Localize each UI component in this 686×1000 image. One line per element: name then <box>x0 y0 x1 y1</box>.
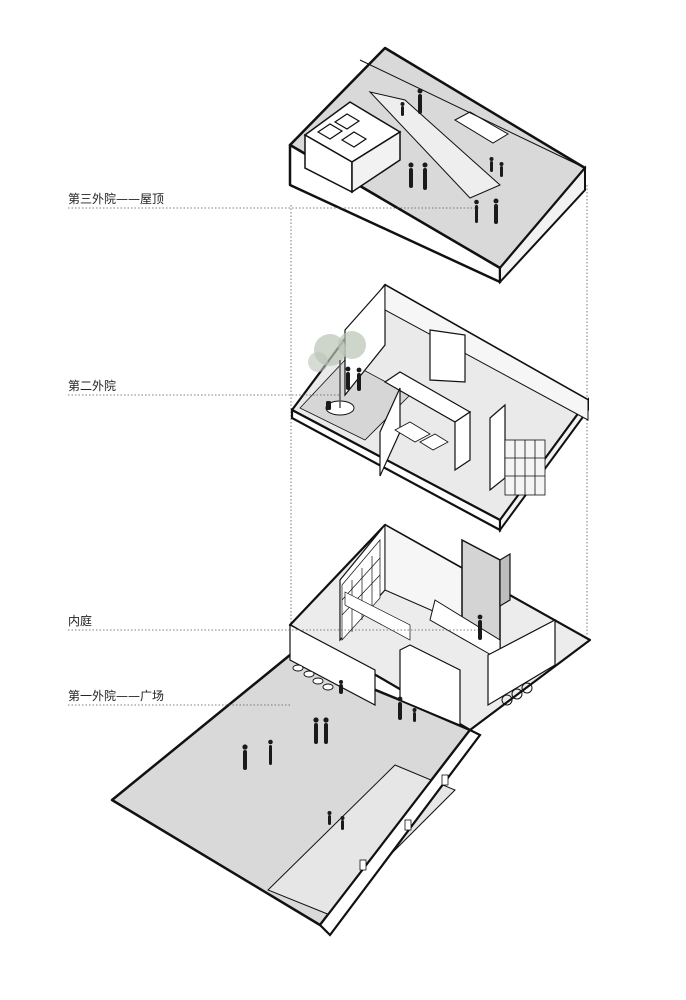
second-level <box>290 283 590 534</box>
second-courtyard-tree <box>308 331 366 416</box>
roof-skylights <box>316 113 368 148</box>
ground-equipment <box>501 682 533 706</box>
ground-level <box>110 523 592 937</box>
second-figures <box>326 366 362 410</box>
roof-bench <box>453 111 509 144</box>
label-second-courtyard: 第二外院 <box>68 379 120 393</box>
ground-interior-walls <box>289 619 556 726</box>
second-furniture <box>394 421 546 496</box>
roof-level <box>288 46 587 285</box>
second-partitions <box>379 329 506 492</box>
second-back-wall-2 <box>384 284 589 421</box>
label-inner-court: 内庭 <box>68 614 96 628</box>
roof-stair-house-side <box>351 130 401 194</box>
label-first-courtyard-plaza: 第一外院——广场 <box>68 689 168 703</box>
plaza-right-wall <box>318 728 482 937</box>
roof-ramp <box>368 91 501 199</box>
roof-figures <box>400 88 504 224</box>
ground-tower-side <box>499 552 511 608</box>
plaza-ramp <box>267 764 456 916</box>
label-roof-courtyard: 第三外院——屋顶 <box>68 192 168 206</box>
plaza-wall-openings <box>359 774 449 871</box>
plaza-figures <box>242 614 483 830</box>
ground-bookshelf <box>341 539 411 641</box>
plaza-stools <box>292 664 334 691</box>
roof-front-wall-right <box>499 165 586 285</box>
leader-lines <box>68 207 480 706</box>
